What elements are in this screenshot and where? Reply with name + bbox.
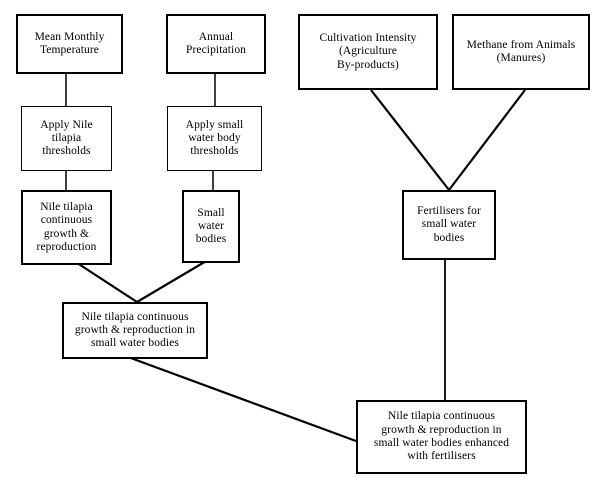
node-apply-nile-tilapia-thresholds[interactable]: Apply Nile tilapia thresholds (21, 106, 112, 171)
connector-edge-methane-to-fertilisers (448, 89, 526, 191)
node-nile-tilapia-growth-reproduction[interactable]: Nile tilapia continuous growth & reprodu… (21, 190, 112, 265)
node-label-fertilisers-for-small-water-bodies: Fertilisers for small water bodies (417, 205, 481, 244)
node-mean-monthly-temperature[interactable]: Mean Monthly Temperature (16, 14, 123, 74)
node-apply-small-water-body-thresholds[interactable]: Apply small water body thresholds (167, 106, 262, 171)
connector-edge-combined-to-enhanced (127, 355, 357, 443)
node-methane-from-animals[interactable]: Methane from Animals (Manures) (452, 14, 590, 90)
node-label-nile-tilapia-in-small-water-bodies: Nile tilapia continuous growth & reprodu… (74, 310, 196, 350)
node-label-mean-monthly-temperature: Mean Monthly Temperature (34, 30, 105, 56)
node-label-small-water-bodies: Small water bodies (195, 206, 227, 246)
node-cultivation-intensity[interactable]: Cultivation Intensity (Agriculture By-pr… (298, 14, 438, 90)
node-small-water-bodies[interactable]: Small water bodies (182, 190, 240, 263)
connector-edge-cultivation-to-fertilisers (370, 89, 450, 191)
connector-edge-small-water-bodies-to-combined (136, 256, 214, 303)
node-nile-tilapia-enhanced-with-fertilisers[interactable]: Nile tilapia continuous growth & reprodu… (356, 400, 527, 474)
node-label-nile-tilapia-growth-reproduction: Nile tilapia continuous growth & reprodu… (36, 200, 97, 253)
node-fertilisers-for-small-water-bodies[interactable]: Fertilisers for small water bodies (402, 190, 496, 260)
node-annual-precipitation[interactable]: Annual Precipitation (166, 14, 266, 74)
node-label-apply-small-water-body-thresholds: Apply small water body thresholds (185, 118, 244, 158)
node-label-nile-tilapia-enhanced-with-fertilisers: Nile tilapia continuous growth & reprodu… (373, 410, 510, 463)
node-label-methane-from-animals: Methane from Animals (Manures) (466, 38, 576, 64)
node-label-cultivation-intensity: Cultivation Intensity (Agriculture By-pr… (319, 32, 417, 71)
node-nile-tilapia-in-small-water-bodies[interactable]: Nile tilapia continuous growth & reprodu… (62, 302, 208, 359)
node-label-apply-nile-tilapia-thresholds: Apply Nile tilapia thresholds (40, 118, 93, 158)
node-label-annual-precipitation: Annual Precipitation (185, 30, 247, 56)
